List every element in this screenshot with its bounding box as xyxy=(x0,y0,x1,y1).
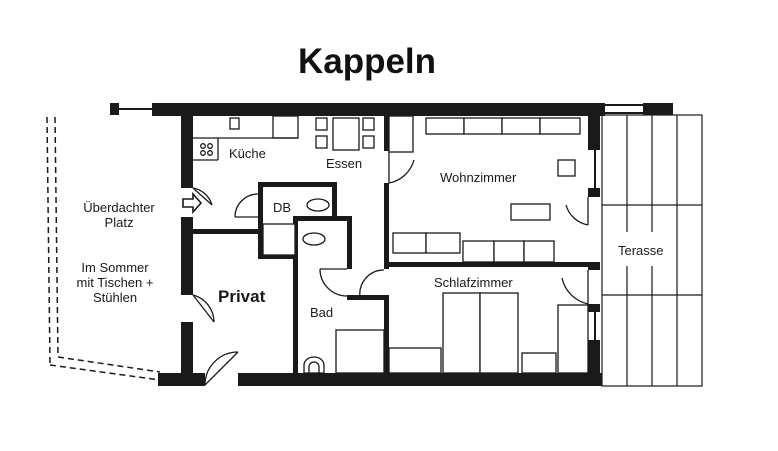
room-label-dining: Essen xyxy=(326,156,362,171)
room-label-living: Wohnzimmer xyxy=(440,170,517,185)
room-label-terrace: Terasse xyxy=(618,243,664,258)
room-label-private: Privat xyxy=(218,287,266,306)
summer-note-line1: Im Sommer xyxy=(81,260,149,275)
room-label-kitchen: Küche xyxy=(229,146,266,161)
walls xyxy=(110,103,673,386)
covered-area-label-line1: Überdachter xyxy=(83,200,155,215)
entrance-arrow-icon xyxy=(182,191,203,215)
doors xyxy=(192,151,589,386)
summer-note-line2: mit Tischen + xyxy=(77,275,154,290)
room-label-bath: Bad xyxy=(310,305,333,320)
room-label-shower: DB xyxy=(273,200,291,215)
room-label-bedroom: Schlafzimmer xyxy=(434,275,513,290)
covered-area-outline xyxy=(46,116,161,381)
furniture xyxy=(193,115,589,374)
covered-area-label-line2: Platz xyxy=(105,215,134,230)
summer-note-line3: Stühlen xyxy=(93,290,137,305)
plan-title: Kappeln xyxy=(298,42,436,81)
terrace-label-bg xyxy=(606,232,676,266)
